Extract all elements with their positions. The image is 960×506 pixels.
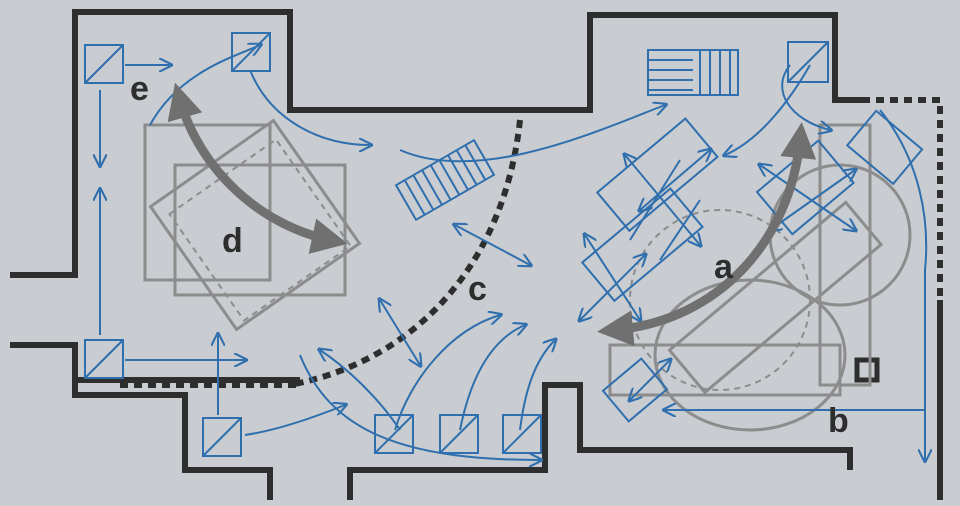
stairs: [394, 49, 739, 222]
partition-c: [289, 119, 523, 388]
label-a: a: [714, 248, 734, 286]
path-arrow-a: [597, 122, 817, 347]
label-c: c: [468, 270, 487, 308]
walls: [10, 9, 943, 500]
label-d: d: [222, 222, 243, 260]
furniture-a: [608, 123, 912, 432]
label-b: b: [828, 402, 849, 440]
label-e: e: [130, 70, 149, 108]
furniture-d: [143, 118, 362, 332]
path-arrow-d: [167, 82, 348, 254]
